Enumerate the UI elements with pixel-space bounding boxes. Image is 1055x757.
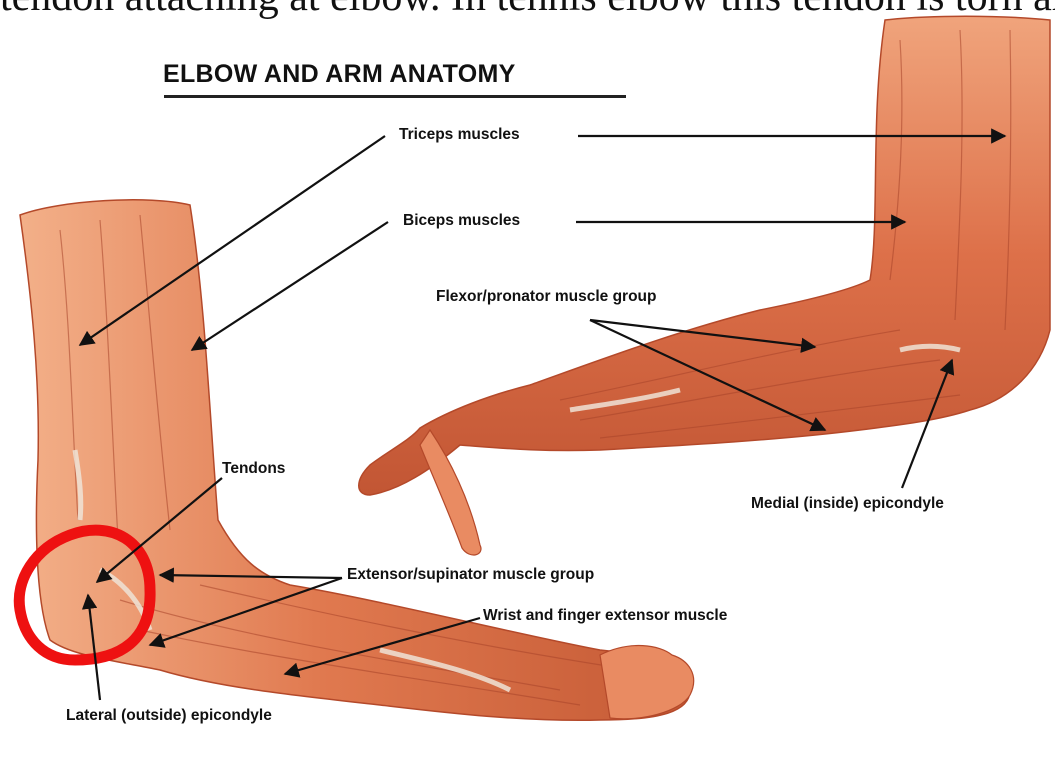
label-medial-epicondyle: Medial (inside) epicondyle [751,495,944,513]
left-upper-arm [20,200,690,720]
label-tendons: Tendons [222,460,285,478]
label-extensor-supinator: Extensor/supinator muscle group [347,566,594,584]
label-lateral-epicondyle: Lateral (outside) epicondyle [66,707,272,725]
figure-title: ELBOW AND ARM ANATOMY [163,60,516,89]
label-wrist-finger-extensor: Wrist and finger extensor muscle [483,607,727,625]
left-arm-drawing [20,200,694,720]
label-triceps: Triceps muscles [399,126,520,144]
arrow-biceps-left [192,222,388,350]
label-flexor-pronator: Flexor/pronator muscle group [436,288,656,306]
title-underline [164,95,626,98]
label-biceps: Biceps muscles [403,212,520,230]
